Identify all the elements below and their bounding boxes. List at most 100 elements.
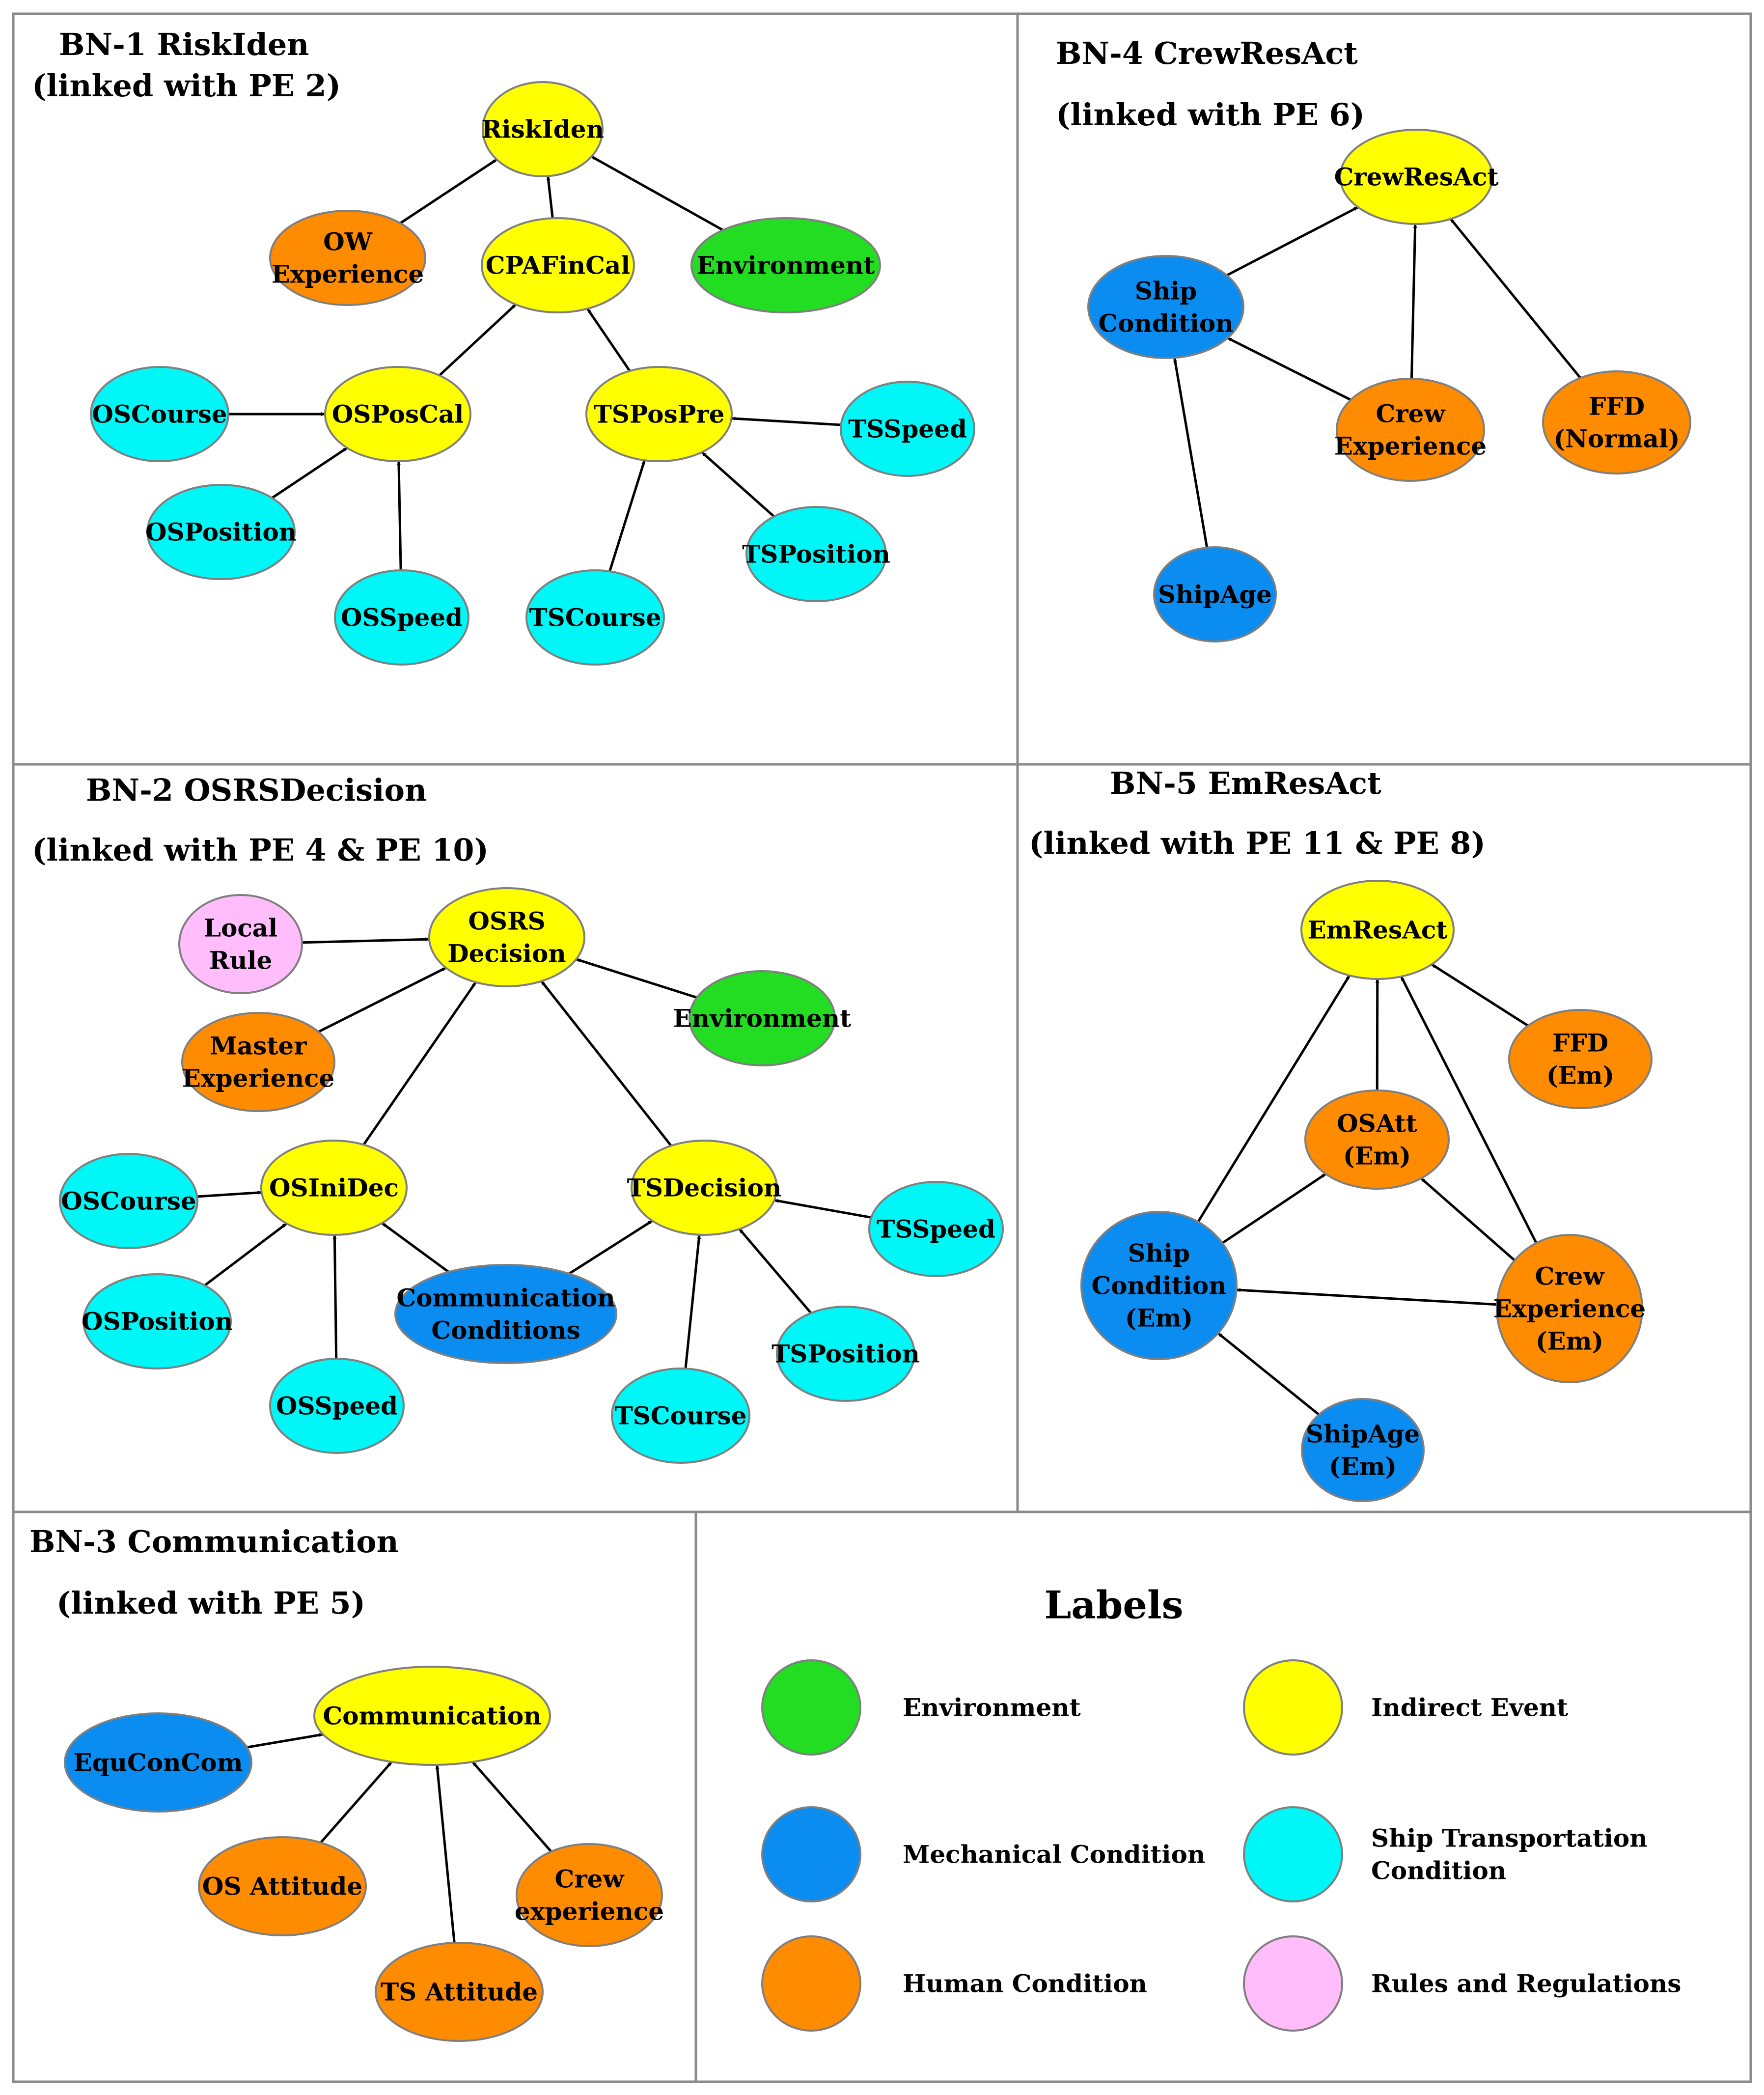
bn1-edge-env-to-riskiden (591, 155, 724, 231)
bn1-edge-ow-to-riskiden (399, 158, 497, 224)
bn2-node-master-label: Experience (182, 1064, 334, 1093)
legend-swatch-rules-and-regulations (1243, 1935, 1343, 2032)
bn5-node-shipageem-label: ShipAge (1306, 1420, 1420, 1449)
legend-label-human-condition: Human Condition (903, 1969, 1147, 1998)
bn2-edge-tsspeed2-to-tsdecision (774, 1199, 872, 1219)
bn5-node-shipcondem-label: Condition (1091, 1271, 1226, 1300)
bn1-node-osspeed (334, 569, 469, 666)
bn4-node-shipage (1153, 546, 1277, 642)
bn3-node-osatt3-label: OS Attitude (202, 1872, 362, 1901)
bn3-node-crewexp3-label: Crew (555, 1865, 625, 1894)
bn1-edge-tsspeed-to-tspospre (731, 417, 841, 426)
bn5-node-ffdem-label: FFD (1552, 1029, 1608, 1058)
bn1-node-tsspeed-label: TSSpeed (848, 415, 967, 444)
bn2-node-master-label: Master (210, 1032, 307, 1061)
bn2-node-env2-label: Environment (673, 1004, 852, 1033)
bn2-node-osrs (428, 887, 585, 987)
bn5-edge-osatt-to-emresact (1375, 978, 1379, 1091)
bn3-node-comm-label: Communication (323, 1702, 541, 1731)
bn1-node-osposition-label: OSPosition (145, 518, 297, 547)
bn4-node-crewexp-label: Crew (1376, 399, 1446, 428)
bn4-edge-ffd-to-crewresact (1449, 218, 1582, 379)
bn3-node-osatt3 (198, 1836, 367, 1936)
bn5-node-osatt-label: (Em) (1343, 1142, 1411, 1171)
legend-label-indirect-event: Indirect Event (1371, 1693, 1568, 1722)
legend-title: Labels (1044, 1583, 1183, 1628)
bn1-node-env-label: Environment (697, 251, 875, 280)
bn4-edge-shipage-to-shipcond (1173, 357, 1209, 548)
bn2-node-commcond-label: Communication (396, 1284, 615, 1313)
bn2-node-commcond (394, 1264, 617, 1364)
bn1-edge-tsposition-to-tspospre (701, 451, 775, 518)
bn1-node-osposition (146, 484, 296, 580)
bn1-node-ow-label: Experience (272, 260, 424, 289)
bn1-edge-osspeed-to-osposcal (397, 461, 402, 571)
bn2-node-tscourse2 (611, 1368, 750, 1464)
legend-swatch-ship-transportation-condition (1243, 1806, 1343, 1902)
bn2-node-tsposition2 (776, 1306, 915, 1402)
bn1-edge-tspospre-to-cpa (586, 308, 631, 372)
bn4-edge-crewexp-to-shipcond (1227, 336, 1351, 401)
bn4-node-shipcond-label: Ship (1135, 277, 1197, 306)
bn5-node-ffdem (1508, 1009, 1653, 1109)
bn2-edge-osinidec-to-osrs (362, 981, 477, 1145)
bn2-node-master (181, 1012, 335, 1112)
bn5-node-osatt (1304, 1089, 1450, 1190)
bn5-node-crewexpem (1496, 1234, 1643, 1383)
bn2-edge-localrule-to-osrs (302, 937, 430, 944)
edges-layer (197, 155, 1582, 1943)
bn5-node-shipageem (1301, 1398, 1425, 1502)
bn1-node-tsspeed (840, 381, 975, 477)
bn2-node-localrule-label: Rule (209, 946, 273, 975)
bn3-title-line-1: BN-3 Communication (29, 1524, 399, 1560)
bn4-node-shipcond (1087, 255, 1244, 359)
bn2-node-osspeed2-label: OSSpeed (276, 1392, 398, 1421)
bn2-node-tsspeed2 (868, 1181, 1004, 1277)
bn3-node-equ-label: EquConCom (74, 1748, 243, 1777)
bn4-edge-crewexp-to-crewresact (1410, 223, 1417, 379)
bn5-node-crewexpem-label: (Em) (1536, 1327, 1603, 1356)
bn1-node-osposcal-label: OSPosCal (332, 400, 464, 429)
legend-swatch-human-condition (761, 1935, 861, 2032)
legend-label-ship-transportation-condition: Condition (1371, 1856, 1506, 1885)
bn5-title-line-1: BN-5 EmResAct (1110, 765, 1381, 801)
bn2-node-osrs-label: Decision (447, 939, 566, 968)
bn5-title-line-2: (linked with PE 11 & PE 8) (1029, 825, 1486, 861)
bn1-title-line-2: (linked with PE 2) (32, 68, 341, 104)
bn1-node-tscourse-label: TSCourse (529, 603, 661, 632)
bn5-node-emresact-label: EmResAct (1308, 916, 1448, 945)
bn2-node-tsposition2-label: TSPosition (772, 1340, 920, 1369)
bn4-node-ffd-label: FFD (1589, 392, 1645, 421)
legend-label-environment: Environment (903, 1693, 1081, 1722)
bn3-node-tsatt (375, 1942, 544, 2042)
bn2-node-commcond-label: Conditions (431, 1316, 580, 1345)
bn2-edge-tscourse2-to-tsdecision (684, 1234, 701, 1369)
bn5-node-crewexpem-label: Experience (1493, 1294, 1646, 1323)
bn5-node-shipcondem-label: Ship (1128, 1239, 1190, 1268)
bn4-title-line-1: BN-4 CrewResAct (1056, 35, 1358, 71)
bn2-node-oscourse2-label: OSCourse (61, 1187, 196, 1216)
bn1-node-ow (269, 210, 426, 306)
bn3-node-tsatt-label: TS Attitude (381, 1978, 538, 2007)
bn5-edge-shipcondem-to-emresact (1197, 975, 1351, 1223)
bn4-edge-shipcond-to-crewresact (1226, 206, 1359, 277)
bn5-edge-crewexpem-to-shipcondem (1236, 1288, 1497, 1306)
bn3-node-crewexp3-label: experience (515, 1897, 664, 1926)
bn1-node-cpa-label: CPAFinCal (486, 251, 631, 280)
bn2-node-tsspeed2-label: TSSpeed (877, 1215, 995, 1244)
bn2-node-osrs-label: OSRS (468, 907, 545, 936)
legend-swatch-mechanical-condition (761, 1806, 861, 1902)
bn1-node-osspeed-label: OSSpeed (341, 603, 463, 632)
bn2-node-osinidec-label: OSIniDec (269, 1173, 399, 1202)
bn5-edge-crewexpem-to-emresact (1400, 976, 1538, 1244)
legend-label-ship-transportation-condition: Ship Transportation (1371, 1824, 1648, 1853)
bn3-node-equ (64, 1712, 252, 1813)
bn1-node-ow-label: OW (323, 227, 373, 256)
bn2-edge-commcond-to-osinidec (381, 1222, 449, 1273)
bn2-node-oscourse2 (59, 1153, 198, 1249)
bn1-node-oscourse (90, 366, 229, 462)
bn1-title-line-1: BN-1 RiskIden (59, 27, 309, 62)
